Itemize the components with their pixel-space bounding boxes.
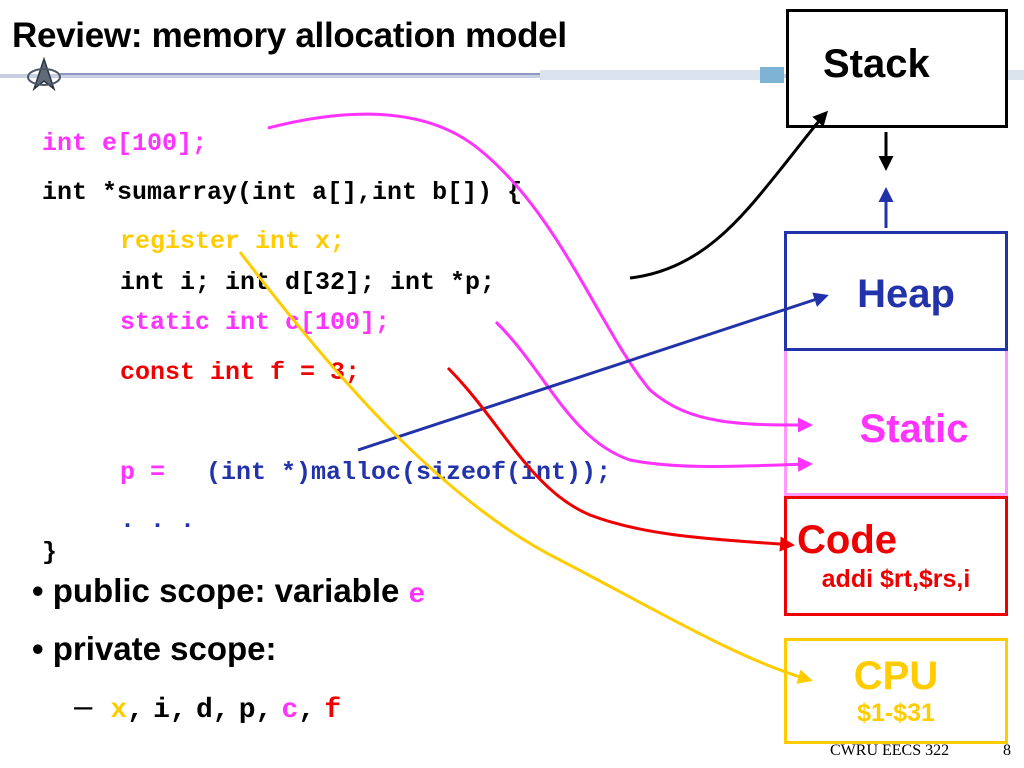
code-box: Code addi $rt,$rs,i <box>784 496 1008 616</box>
var-c: c <box>281 695 299 726</box>
public-scope-label: public scope: variable <box>52 572 400 609</box>
starfleet-logo-icon <box>27 56 61 92</box>
bullet-private-scope: • private scope: <box>32 630 277 667</box>
private-scope-label: private scope: <box>52 630 277 667</box>
stack-box: Stack <box>786 9 1008 128</box>
var-d: d <box>195 695 213 726</box>
footer-course: CWRU EECS 322 <box>830 742 950 759</box>
code-line-const: const int f = 3; <box>120 358 361 387</box>
arrow-malloc-to-heap <box>357 292 829 452</box>
slide-title: Review: memory allocation model <box>12 16 567 55</box>
page-number: 8 <box>1003 742 1011 759</box>
stack-label: Stack <box>823 42 930 86</box>
code-line-register-var: register int x; <box>120 227 346 256</box>
cpu-label: CPU <box>853 654 939 698</box>
code-segment-label: Code <box>797 518 897 562</box>
cpu-registers: $1-$31 <box>857 699 935 727</box>
arrow-const-to-code <box>446 366 795 552</box>
code-line-global-array: int e[100]; <box>42 129 208 158</box>
var-p: p <box>238 695 256 726</box>
code-line-ellipsis: . . . <box>120 506 196 535</box>
header-rule <box>0 67 1024 83</box>
code-line-close-brace: } <box>42 538 58 567</box>
public-scope-var: e <box>408 580 426 611</box>
arrow-register-to-cpu <box>238 251 813 684</box>
var-x: x <box>110 695 128 726</box>
cpu-box: CPU $1-$31 <box>784 638 1008 744</box>
code-line-local-vars: int i; int d[32]; int *p; <box>120 268 496 297</box>
code-line-malloc: (int *)malloc(sizeof(int)); <box>206 458 612 487</box>
arrow-locals-to-stack <box>629 110 829 280</box>
static-label: Static <box>859 407 969 451</box>
var-i: i <box>153 695 170 726</box>
code-line-function-signature: int *sumarray(int a[],int b[]) { <box>42 178 523 207</box>
code-line-static-array: static int c[100]; <box>120 308 391 337</box>
private-vars-line: –x, i, d, p, c, f <box>74 687 342 726</box>
bullet-public-scope: • public scope: variable e <box>32 572 426 611</box>
heap-box: Heap <box>784 231 1008 351</box>
dash-marker: – <box>74 687 93 724</box>
var-f: f <box>324 695 342 726</box>
arrow-static-to-static <box>494 320 813 472</box>
heap-label: Heap <box>857 272 955 316</box>
code-line-p-assign: p = <box>120 458 166 487</box>
arrow-global-to-static <box>267 112 813 433</box>
code-segment-instruction: addi $rt,$rs,i <box>821 565 971 593</box>
